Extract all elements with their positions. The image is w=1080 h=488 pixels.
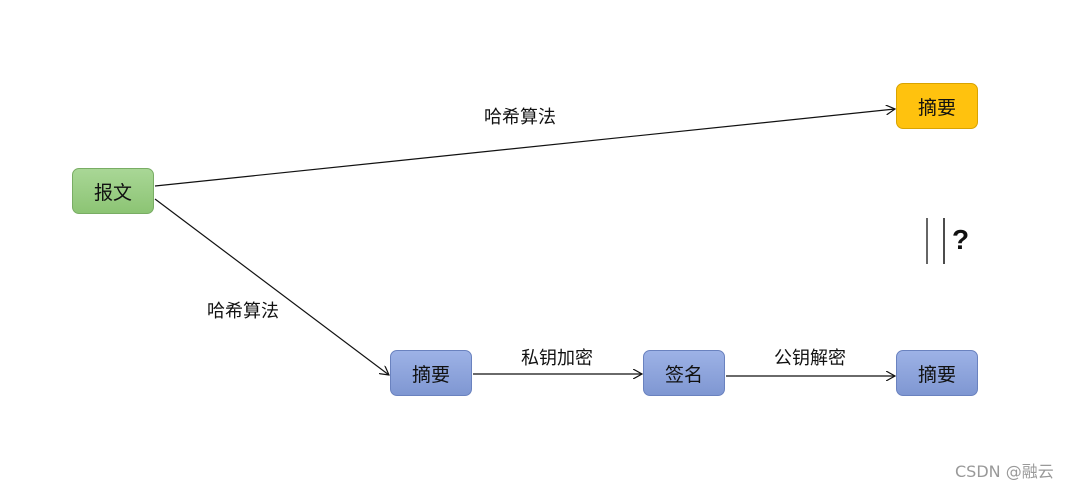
node-signature: 签名 [643, 350, 725, 396]
node-digest-bottom: 摘要 [390, 350, 472, 396]
arrow-message-to-digest-top [154, 109, 895, 187]
label-hash-top: 哈希算法 [484, 107, 556, 128]
arrow-message-to-digest-bottom [154, 198, 389, 375]
watermark: CSDN @融云 [955, 462, 1054, 481]
label-private-key-encrypt: 私钥加密 [521, 348, 593, 369]
comparison-question-mark: ? [952, 224, 970, 255]
node-message: 报文 [72, 168, 154, 214]
label-public-key-decrypt: 公钥解密 [774, 348, 846, 369]
node-digest-top: 摘要 [896, 83, 978, 129]
node-digest-result: 摘要 [896, 350, 978, 396]
label-hash-bottom: 哈希算法 [207, 301, 279, 322]
